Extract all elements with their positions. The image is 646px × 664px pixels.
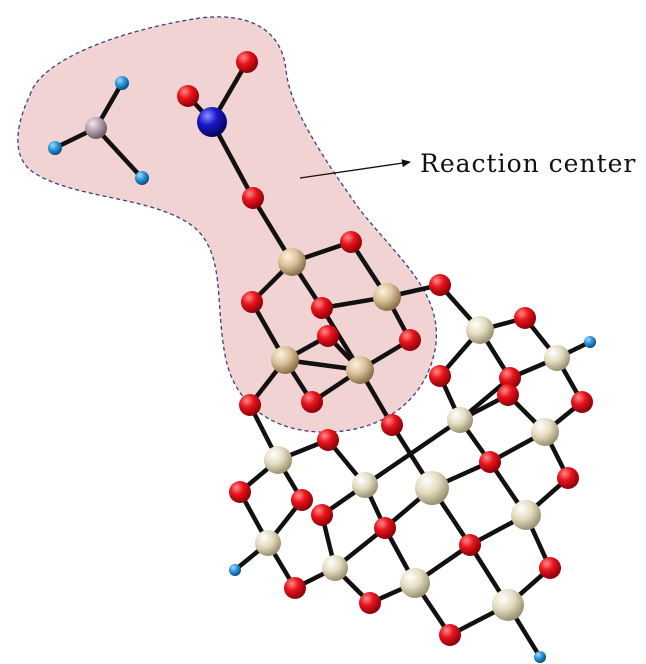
hydrogen-atom xyxy=(135,171,149,185)
metal-atom xyxy=(352,472,378,498)
hydrogen-atom xyxy=(115,76,129,90)
oxygen-atom xyxy=(539,557,561,579)
oxygen-atom xyxy=(571,391,593,413)
metal-atom xyxy=(255,530,281,556)
oxygen-atom xyxy=(291,489,313,511)
oxygen-atom xyxy=(317,429,339,451)
metal-atom-active xyxy=(271,346,299,374)
oxygen-atom xyxy=(429,365,451,387)
oxygen-atom xyxy=(399,329,421,351)
oxygen-atom xyxy=(239,394,261,416)
metal-atom xyxy=(544,345,570,371)
oxygen-atom xyxy=(459,534,481,556)
oxygen-atom xyxy=(499,367,521,389)
metal-atom-active xyxy=(346,356,374,384)
nitrogen-atom xyxy=(197,107,227,137)
oxygen-atom xyxy=(317,325,339,347)
metal-atom xyxy=(466,316,494,344)
pointer-arrow xyxy=(299,159,411,179)
hydrogen-atom xyxy=(229,564,241,576)
oxygen-atom xyxy=(479,451,501,473)
oxygen-atom xyxy=(284,577,306,599)
oxygen-atom xyxy=(514,307,536,329)
oxygen-atom xyxy=(311,504,333,526)
oxygen-atom xyxy=(301,391,323,413)
oxygen-atom xyxy=(497,384,519,406)
metal-atom xyxy=(415,471,449,505)
metal-atom-active xyxy=(373,283,401,311)
oxygen-atom xyxy=(340,231,362,253)
oxygen-atom xyxy=(557,467,579,489)
oxygen-atom xyxy=(374,517,396,539)
oxygen-atom xyxy=(229,481,251,503)
atoms xyxy=(48,51,596,663)
oxygen-atom xyxy=(429,274,451,296)
metal-atom-active xyxy=(278,248,306,276)
oxygen-atom xyxy=(439,624,461,646)
oxygen-atom xyxy=(236,51,258,73)
oxygen-atom xyxy=(359,592,381,614)
metal-atom xyxy=(531,418,559,446)
hydrogen-atom xyxy=(48,141,62,155)
metal-atom xyxy=(511,500,541,530)
metal-atom xyxy=(492,589,524,621)
bond xyxy=(93,125,145,181)
metal-atom xyxy=(447,407,473,433)
hydrogen-atom xyxy=(584,336,596,348)
metal-atom xyxy=(264,446,292,474)
oxygen-atom xyxy=(241,291,263,313)
oxygen-atom xyxy=(177,85,199,107)
oxygen-atom xyxy=(381,414,403,436)
oxygen-atom xyxy=(242,187,264,209)
bond xyxy=(362,417,463,488)
oxygen-atom xyxy=(311,297,333,319)
reaction-center-label: Reaction center xyxy=(420,149,636,178)
hydrogen-atom xyxy=(534,651,546,663)
metal-atom xyxy=(322,555,348,581)
carbon-atom xyxy=(85,117,107,139)
metal-atom xyxy=(400,568,430,598)
